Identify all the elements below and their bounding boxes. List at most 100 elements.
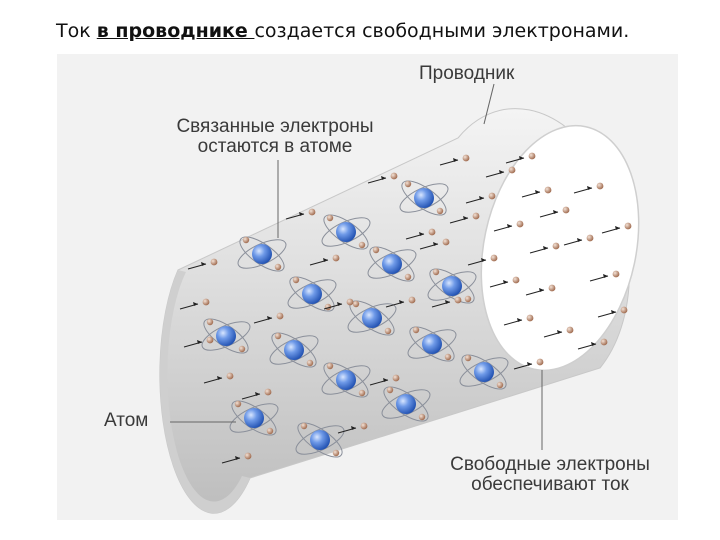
bound-electron [372,246,380,254]
arrow-head [517,318,522,322]
electron-dot [264,388,272,396]
free-electron [493,220,524,232]
arrow-head [351,426,356,430]
free-electrons-group [179,152,632,464]
free-electron [405,228,436,240]
arrow-head [193,302,198,306]
electron-orbit [237,239,287,269]
free-electron [597,306,628,318]
arrow-head [615,226,620,230]
electron-dot [276,312,284,320]
free-electron [577,338,608,350]
bound-electron [292,276,300,284]
bound-electron [436,207,444,215]
free-electron [563,234,594,246]
atom-nucleus [216,326,236,346]
electron-orbit [295,425,345,455]
free-electron [183,336,214,348]
bound-electron [274,263,282,271]
electron-orbit [399,183,449,213]
arrow-head [557,330,562,334]
arrow-head [337,302,342,306]
electron-dot [206,336,214,344]
arrow-head [611,310,616,314]
electron-orbit [369,246,415,282]
free-electron [369,374,400,386]
atom-nucleus [474,362,494,382]
bound-electrons-label: Связанные электроны остаются в атоме [153,117,397,157]
conductor-label: Проводник [419,64,514,84]
arrow-head [267,316,272,320]
free-electrons-line2: обеспечивают ток [471,474,629,495]
free-electron [285,208,316,220]
bound-electron [404,180,412,188]
electron-dot [528,152,536,160]
free-electron [431,296,462,308]
atom-nucleus [336,370,356,390]
free-electron [505,152,536,164]
arrow-head [543,246,548,250]
electron-orbit [297,422,343,458]
electron-dot [244,452,252,460]
electron-orbit [239,236,285,272]
arrow-head [577,238,582,242]
arrow-head [587,186,592,190]
atom-label-text: Атом [104,410,149,431]
electron-dot [516,220,524,228]
arrow-head [539,288,544,292]
arrow-head [299,212,304,216]
electron-dot [308,208,316,216]
bound-electron [384,327,392,335]
atom-nucleus [422,334,442,354]
arrow-head [445,300,450,304]
electron-dot [454,296,462,304]
free-electron [467,254,498,266]
atom-label: Атом [104,411,148,431]
free-electron [513,358,544,370]
arrow-head [527,362,532,366]
bound-electron [332,449,340,457]
bound-electron [234,400,242,408]
free-electron [539,206,570,218]
free-electron [203,372,234,384]
atom [427,268,477,304]
title-suffix: создается свободными электронами. [254,20,630,42]
slide-title: Ток в проводнике создается свободными эл… [56,20,629,42]
atom [459,354,509,390]
bound-electron [274,332,282,340]
free-electron [309,254,340,266]
free-electron [543,326,574,338]
atom-nucleus [244,408,264,428]
free-electron [221,452,252,464]
electron-dot [526,314,534,322]
electron-orbit [461,354,507,390]
arrow-head [519,156,524,160]
atom-nucleus [252,244,272,264]
atom [237,236,287,272]
electron-orbit [383,386,429,422]
bound-electron [444,353,452,361]
bound-electron [496,381,504,389]
atom-nucleus [396,394,416,414]
electron-dot [508,166,516,174]
atom [407,326,457,362]
arrow-head [591,342,596,346]
electron-dot [612,270,620,278]
free-electrons-line1: Свободные электроны [450,454,650,475]
atom [201,318,251,354]
free-electron [253,312,284,324]
free-electron [385,296,416,308]
electron-dot [620,306,628,314]
free-electron [179,298,210,310]
bound-electron [358,389,366,397]
electron-dot [600,338,608,346]
electron-dot [332,254,340,262]
arrow-head [453,158,458,162]
arrow-head [481,258,486,262]
electron-dot [488,192,496,200]
atom-nucleus [382,254,402,274]
atom [347,300,397,336]
electron-dot [566,326,574,334]
electron-orbit [347,303,397,333]
